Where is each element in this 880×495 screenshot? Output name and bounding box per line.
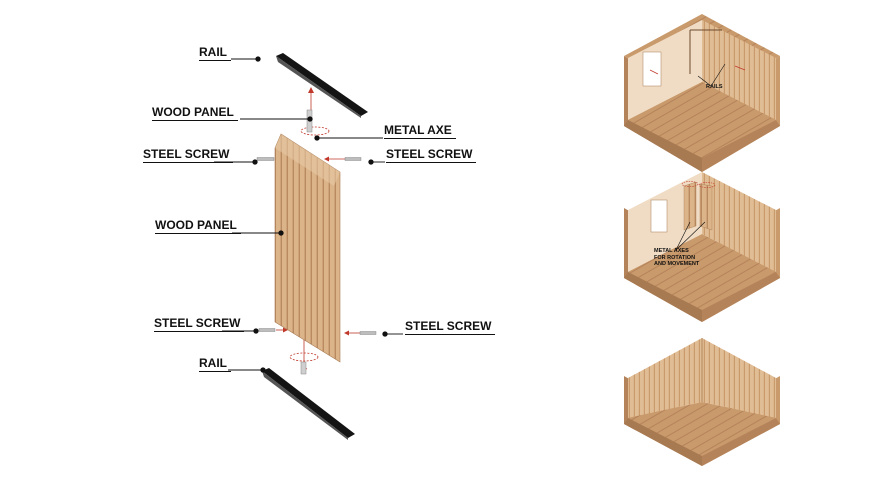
label-steel-screw-top-left: STEEL SCREW: [143, 148, 234, 163]
room-view-3: [624, 338, 780, 466]
label-metal-axes: METAL AXES FOR ROTATION AND MOVEMENT: [654, 248, 699, 268]
label-metal-axe: METAL AXE: [384, 124, 456, 139]
wood-panel: [274, 133, 341, 363]
label-steel-screw-bottom-left: STEEL SCREW: [154, 317, 245, 332]
label-steel-screw-bottom-right: STEEL SCREW: [405, 320, 496, 335]
label-rail-top: RAIL: [199, 46, 231, 61]
label-rails: RAILS: [706, 84, 723, 90]
label-rail-bottom: RAIL: [199, 357, 231, 372]
label-wood-panel-mid: WOOD PANEL: [155, 219, 241, 234]
room-view-1: [624, 14, 780, 172]
rail-bottom: [262, 368, 355, 440]
label-wood-panel-top: WOOD PANEL: [152, 106, 238, 121]
label-metal-axes-line-2: FOR ROTATION: [654, 254, 696, 261]
leader-lines: [214, 56, 403, 373]
steel-screws: [256, 157, 377, 335]
label-metal-axes-line-3: AND MOVEMENT: [654, 261, 700, 267]
label-steel-screw-top-right: STEEL SCREW: [386, 148, 477, 163]
room-view-2: [624, 172, 780, 322]
rail-top: [276, 53, 368, 118]
label-metal-axes-line-1: METAL AXES: [654, 248, 689, 254]
